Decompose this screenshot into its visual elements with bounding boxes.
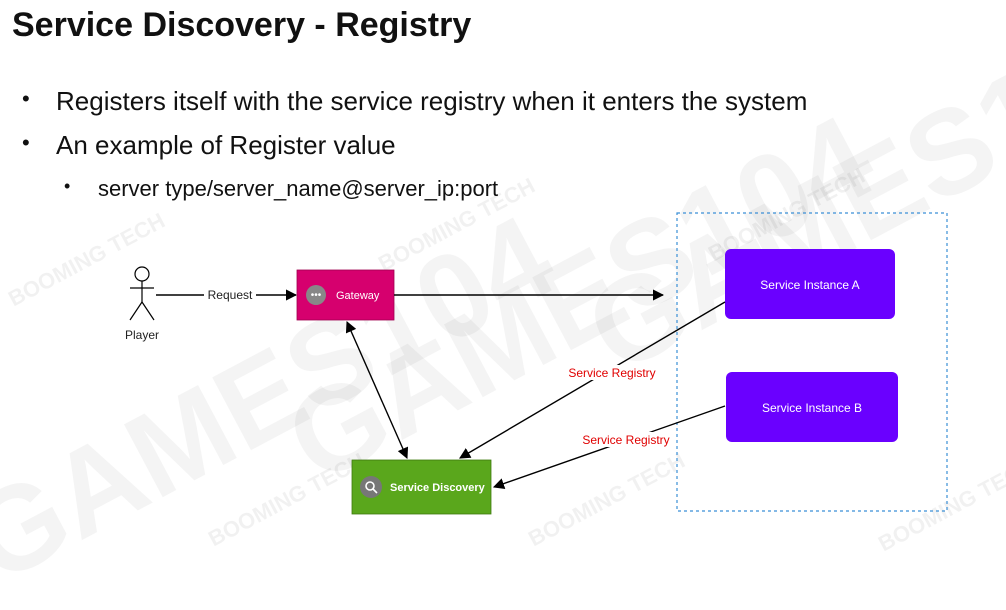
registry-label-b-bg [580,432,672,447]
gateway-icon [306,285,326,305]
architecture-diagram: Player Request ••• Gateway Service Disco… [125,212,948,515]
search-icon [360,476,382,498]
registry-label-a: Service Registry [568,366,655,380]
bullet-text: An example of Register value [56,130,396,160]
page-title: Service Discovery - Registry [12,6,472,44]
registry-label-a-bg [566,365,658,380]
sub-bullet-item: • server type/server_name@server_ip:port [64,176,498,202]
player-label: Player [125,328,159,342]
sub-bullet-text: server type/server_name@server_ip:port [98,176,499,201]
request-label-bg [204,287,256,303]
search-icon-lens [365,481,375,491]
request-label: Request [208,288,253,302]
bullet-text: Registers itself with the service regist… [56,86,808,116]
gateway-label: Gateway [336,290,380,302]
service-instance-a [725,249,895,319]
service-instance-a-label: Service Instance A [760,278,859,292]
gateway-discovery-arrow [345,320,409,460]
bullet-dot: • [22,130,30,155]
bullet-dot: • [22,86,30,111]
gateway-icon-dots: ••• [311,290,322,301]
bullet-item: • Registers itself with the service regi… [22,86,807,117]
gateway-node [296,269,395,321]
service-instance-b-label: Service Instance B [762,401,862,415]
instances-container [676,212,948,512]
player-icon [129,266,155,321]
service-instance-b [726,372,898,442]
search-icon-handle [372,488,378,494]
service-discovery-label: Service Discovery [390,482,486,494]
bullet-item: • An example of Register value [22,130,396,161]
registry-label-b: Service Registry [582,433,669,447]
bullet-dot: • [64,176,71,196]
